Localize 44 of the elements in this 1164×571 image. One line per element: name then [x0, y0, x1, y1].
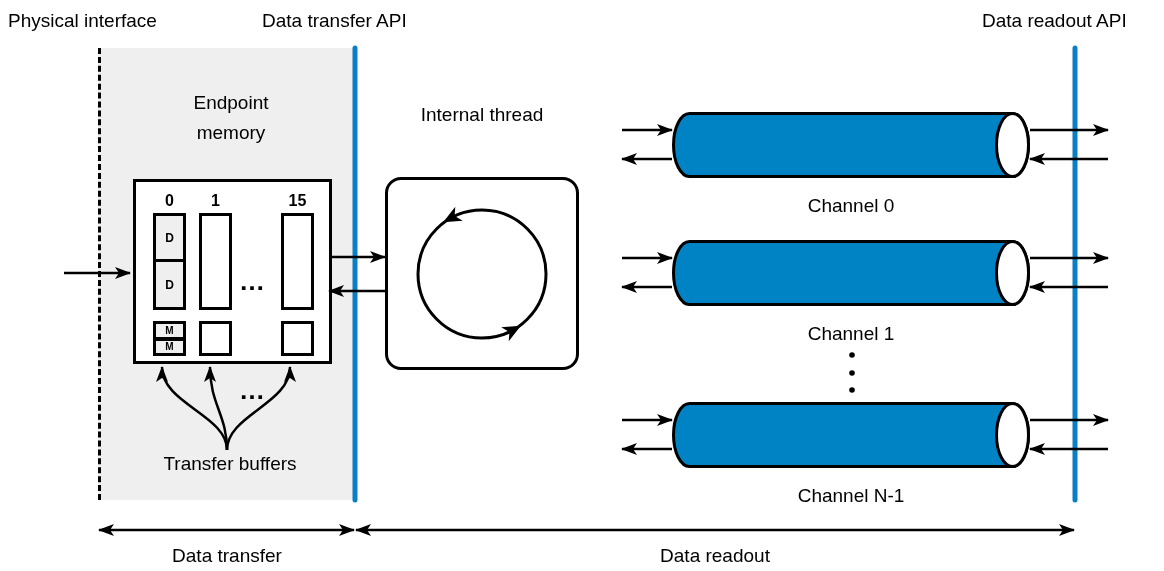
buffer-slot — [281, 321, 314, 356]
arrow — [329, 251, 386, 263]
memory-region — [98, 48, 355, 500]
buffer-cell — [153, 259, 186, 310]
arrow — [621, 281, 672, 293]
cell-letter: M — [164, 325, 175, 336]
buffer-slot — [133, 179, 332, 364]
channel-label: Channel 0 — [806, 194, 896, 218]
arrow — [1030, 124, 1109, 136]
cell-letter: D — [164, 231, 175, 244]
arrow — [64, 267, 131, 279]
cell-letter: M — [164, 342, 175, 352]
arrow — [621, 153, 672, 165]
arrow — [1030, 252, 1109, 264]
api-label: Data readout API — [982, 9, 1128, 33]
arrow — [622, 252, 673, 264]
arrow — [328, 285, 385, 297]
slot-number: 1 — [210, 191, 221, 211]
cell-letter: D — [164, 278, 175, 291]
arrow — [1029, 443, 1108, 455]
arrow — [1029, 281, 1108, 293]
interface-label: Physical interface — [8, 9, 158, 33]
slot-number: 0 — [164, 191, 175, 211]
ellipsis: … — [238, 268, 266, 294]
arrow — [622, 124, 673, 136]
slot-number: 15 — [287, 191, 308, 211]
channel-label: Channel 1 — [806, 322, 896, 346]
buffer-cell — [153, 338, 186, 356]
leader-arrow — [158, 366, 229, 451]
buffer-cell — [153, 213, 186, 262]
thread-title: Internal thread — [419, 103, 545, 127]
dimension-label: Data transfer — [171, 544, 283, 568]
api-label: Data transfer API — [262, 9, 408, 33]
arrow — [1030, 414, 1109, 426]
buffer-slot — [199, 321, 232, 356]
arrow — [622, 414, 673, 426]
channel-label: Channel N-1 — [796, 484, 906, 508]
dimension-label: Data readout — [659, 544, 771, 568]
arrow — [621, 443, 672, 455]
ellipsis: … — [238, 377, 266, 403]
arrow — [1029, 153, 1108, 165]
region-title: Endpoint memory — [192, 91, 270, 145]
leader-arrow — [225, 366, 294, 451]
buffer-label: Transfer buffers — [162, 452, 298, 476]
